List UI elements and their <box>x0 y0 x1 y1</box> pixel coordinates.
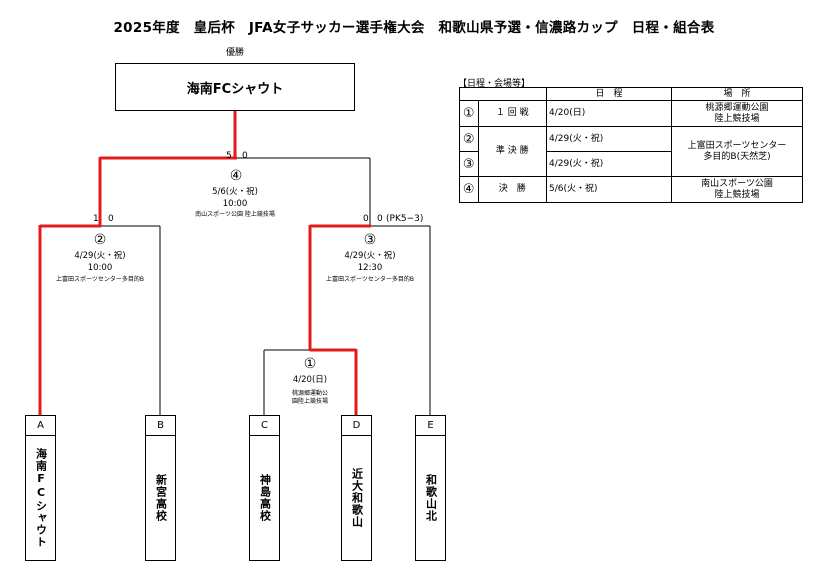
semi-right-venue: 上富田スポーツセンター多目的B <box>326 276 414 283</box>
schedule-row-1-place1: 桃源郷運動公園 <box>705 102 769 113</box>
schedule-caption: 【日程・会場等】 <box>458 79 531 89</box>
schedule-row-4: ④ 決 勝 5/6(火・祝) 南山スポーツ公園 陸上競技場 <box>459 176 803 203</box>
match-1-mark: ① <box>303 356 317 372</box>
team-d-box: D 近大和歌山 <box>341 415 372 561</box>
team-d-letter: D <box>342 416 371 436</box>
final-score-left: 5 <box>226 151 232 161</box>
schedule-row-1-place: 桃源郷運動公園 陸上競技場 <box>671 100 803 127</box>
team-a-letter: A <box>26 416 55 436</box>
team-c-name: 神島高校 <box>258 474 272 522</box>
final-time: 10:00 <box>222 199 248 209</box>
winner-name: 海南FCシャウト <box>186 81 284 97</box>
schedule-row-2-place2: 多目的B(天然芝) <box>703 151 771 162</box>
schedule-row-2-date: 4/29(火・祝) <box>546 126 672 152</box>
team-d-name: 近大和歌山 <box>350 468 364 528</box>
team-e-name: 和歌山北 <box>424 474 438 522</box>
schedule-row-2-mark: ② <box>459 126 479 152</box>
schedule-row-1-mark: ① <box>459 100 479 127</box>
first-venue-line2: 園陸上競技場 <box>291 398 328 405</box>
schedule-table: 日 程 場 所 ① １ 回 戦 4/20(日) 桃源郷運動公園 陸上競技場 ② … <box>459 87 803 203</box>
first-venue-line1: 桃源郷運動公 <box>291 390 328 397</box>
schedule-row-2-round: 準 決 勝 <box>477 126 547 177</box>
semi-right-score-right: 0 <box>377 214 383 224</box>
schedule-row-1-round: １ 回 戦 <box>477 100 547 127</box>
schedule-row-4-date: 5/6(火・祝) <box>546 176 672 203</box>
team-c-letter: C <box>250 416 279 436</box>
schedule-row-1: ① １ 回 戦 4/20(日) 桃源郷運動公園 陸上競技場 <box>459 100 803 127</box>
match-2-mark: ② <box>93 232 107 248</box>
final-venue: 南山スポーツ公園 陸上競技場 <box>195 211 275 218</box>
schedule-header-place: 場 所 <box>671 87 803 101</box>
semi-right-pk: (PK5−3) <box>386 214 424 224</box>
schedule-row-3-mark: ③ <box>459 151 479 177</box>
schedule-row-3: ③ 4/29(火・祝) <box>459 151 803 177</box>
winner-label: 優勝 <box>225 48 244 58</box>
schedule-row-4-place2: 陸上競技場 <box>714 189 760 200</box>
first-date: 4/20(日) <box>292 375 328 385</box>
semi-left-date: 4/29(火・祝) <box>74 251 126 261</box>
schedule-row-2-place1: 上富田スポーツセンター <box>687 140 787 151</box>
team-a-name: 海南FCシャウト <box>34 448 48 548</box>
final-date: 5/6(火・祝) <box>212 187 258 197</box>
semi-left-venue: 上富田スポーツセンター多目的B <box>56 276 144 283</box>
schedule-row-1-date: 4/20(日) <box>546 100 672 127</box>
page-title: 2025年度 皇后杯 JFA女子サッカー選手権大会 和歌山県予選・信濃路カップ … <box>113 20 715 36</box>
semi-right-score-left: 0 <box>363 214 369 224</box>
schedule-row-2: ② 準 決 勝 4/29(火・祝) 上富田スポーツセンター 多目的B(天然芝) <box>459 126 803 177</box>
schedule-row-4-place: 南山スポーツ公園 陸上競技場 <box>671 176 803 203</box>
winner-box: 海南FCシャウト <box>115 63 355 111</box>
match-4-mark: ④ <box>229 168 243 184</box>
schedule-row-4-mark: ④ <box>459 176 479 203</box>
semi-left-score-left: 1 <box>93 214 99 224</box>
schedule-header-date: 日 程 <box>546 87 672 101</box>
schedule-row-2-place: 上富田スポーツセンター 多目的B(天然芝) <box>671 126 803 177</box>
schedule-header-row: 日 程 場 所 <box>459 87 803 101</box>
team-b-box: B 新宮高校 <box>145 415 176 561</box>
semi-right-date: 4/29(火・祝) <box>344 251 396 261</box>
team-b-letter: B <box>146 416 175 436</box>
schedule-row-1-place2: 陸上競技場 <box>714 113 760 124</box>
semi-left-score-right: 0 <box>108 214 114 224</box>
final-score-right: 0 <box>242 151 248 161</box>
schedule-row-3-date: 4/29(火・祝) <box>546 151 672 177</box>
semi-right-time: 12:30 <box>357 263 383 273</box>
team-b-name: 新宮高校 <box>154 474 168 522</box>
team-a-box: A 海南FCシャウト <box>25 415 56 561</box>
semi-left-time: 10:00 <box>87 263 113 273</box>
team-e-letter: E <box>416 416 445 436</box>
schedule-row-4-round: 決 勝 <box>477 176 547 203</box>
team-c-box: C 神島高校 <box>249 415 280 561</box>
team-e-box: E 和歌山北 <box>415 415 446 561</box>
match-3-mark: ③ <box>363 232 377 248</box>
schedule-row-4-place1: 南山スポーツ公園 <box>701 178 773 189</box>
